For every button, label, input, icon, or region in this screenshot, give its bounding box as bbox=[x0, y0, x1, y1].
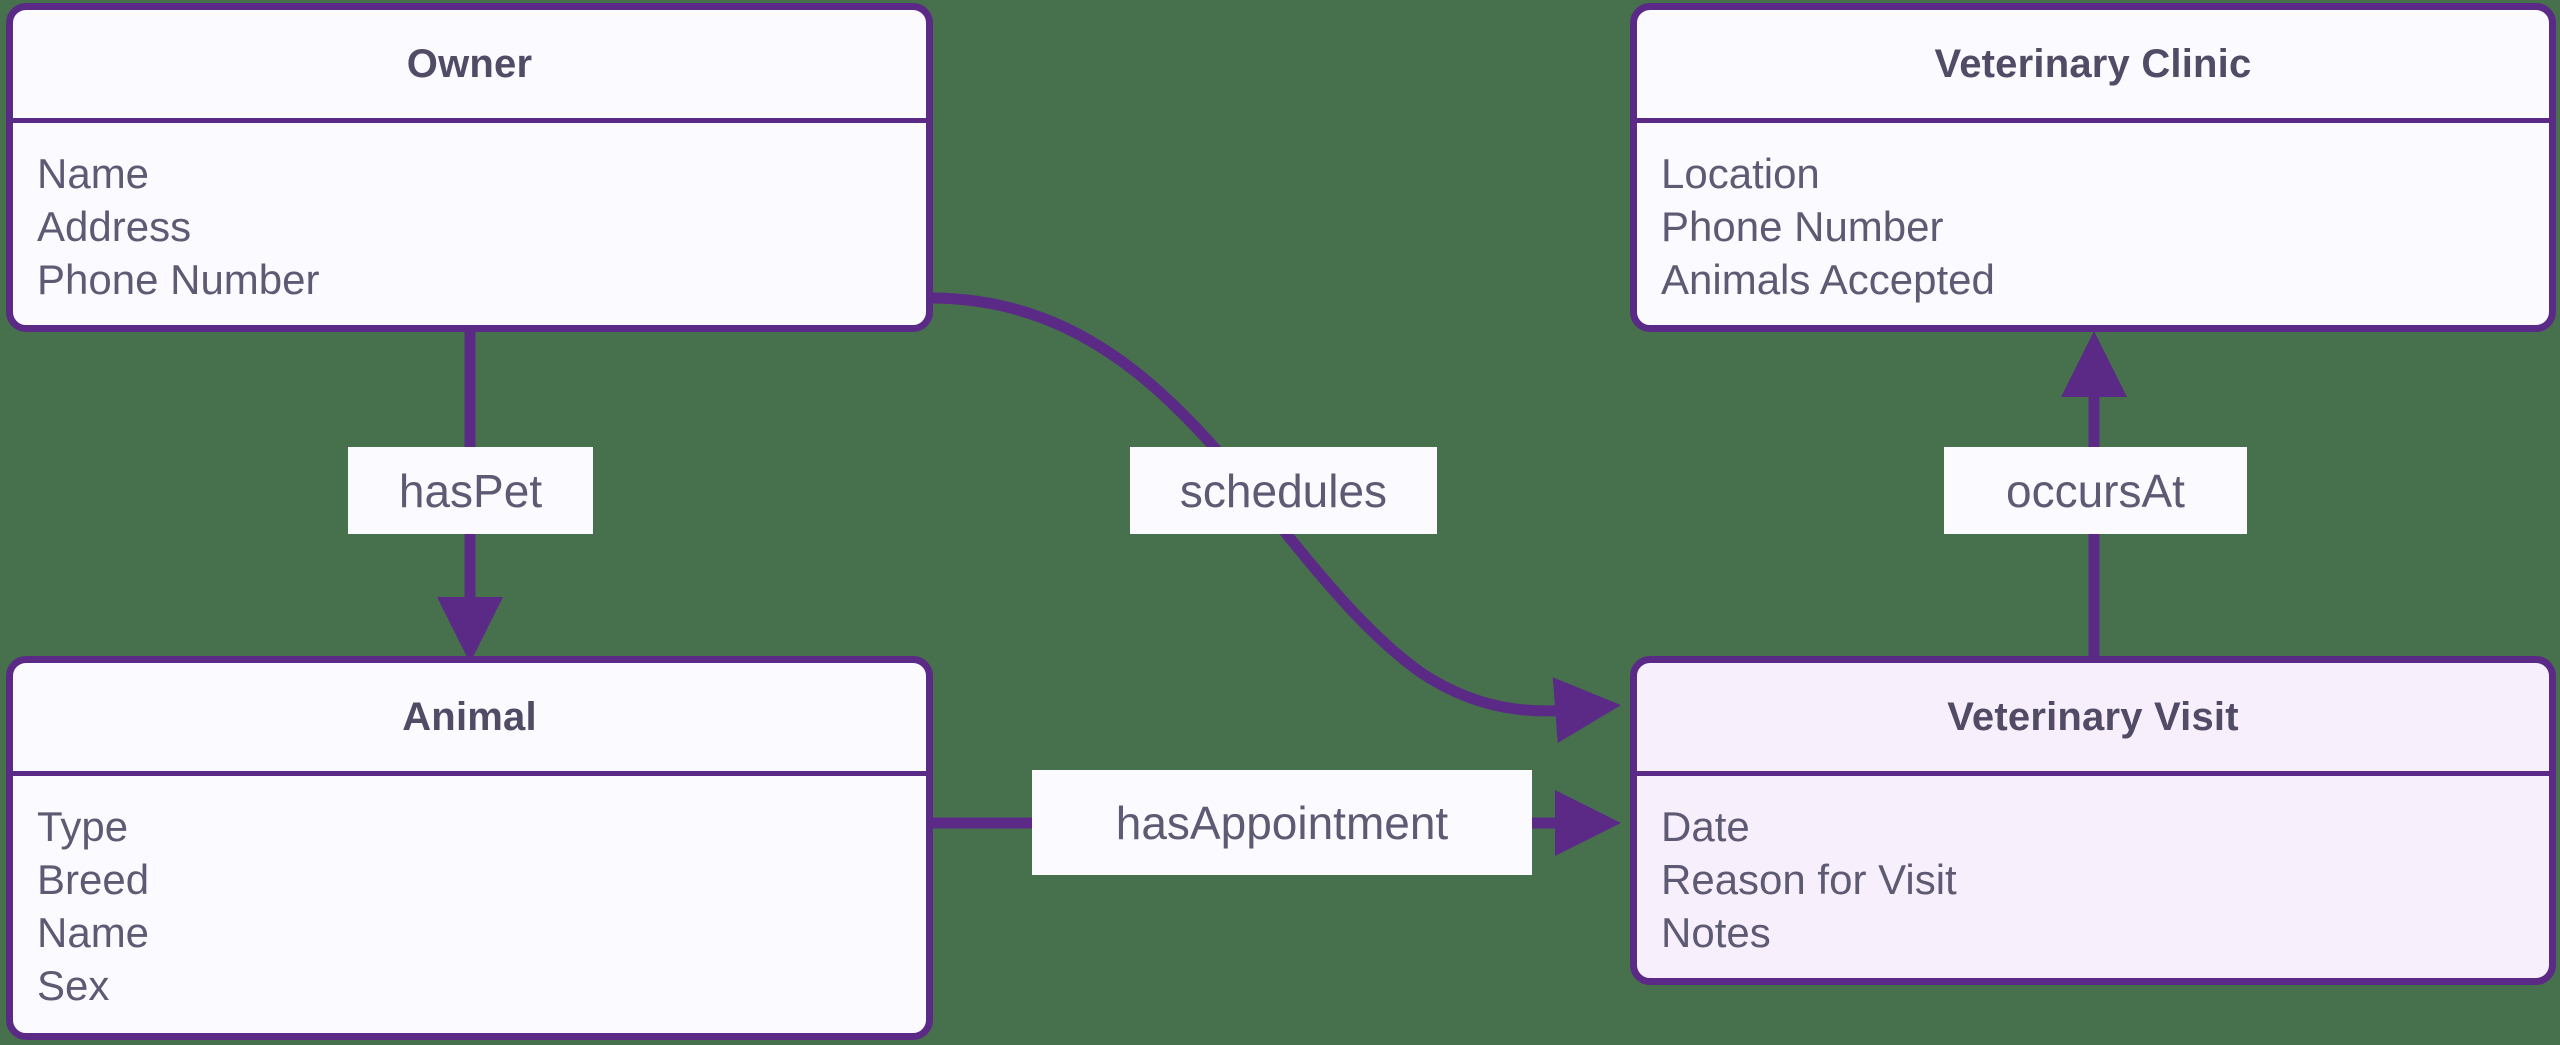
entity-animal[interactable]: Animal Type Breed Name Sex bbox=[6, 656, 933, 1040]
entity-animal-title: Animal bbox=[402, 694, 537, 739]
attribute: Reason for Visit bbox=[1661, 856, 1957, 903]
entity-veterinary-clinic[interactable]: Veterinary Clinic Location Phone Number … bbox=[1630, 3, 2556, 332]
entity-veterinary-visit[interactable]: Veterinary Visit Date Reason for Visit N… bbox=[1630, 656, 2556, 985]
entity-owner[interactable]: Owner Name Address Phone Number bbox=[6, 3, 933, 332]
attribute: Address bbox=[37, 203, 192, 250]
entity-veterinary-visit-attributes: Date Reason for Visit Notes bbox=[1637, 776, 2549, 959]
attribute: Type bbox=[37, 803, 129, 850]
entity-veterinary-visit-title: Veterinary Visit bbox=[1947, 694, 2239, 739]
attribute: Notes bbox=[1661, 909, 1771, 956]
entity-owner-header: Owner bbox=[13, 10, 926, 123]
entity-owner-attributes: Name Address Phone Number bbox=[13, 123, 926, 306]
entity-veterinary-visit-header: Veterinary Visit bbox=[1637, 663, 2549, 776]
entity-animal-attributes: Type Breed Name Sex bbox=[13, 776, 926, 1012]
attribute: Animals Accepted bbox=[1661, 256, 1995, 303]
edge-schedules bbox=[932, 292, 1621, 744]
entity-veterinary-clinic-title: Veterinary Clinic bbox=[1934, 41, 2252, 86]
entity-veterinary-clinic-header: Veterinary Clinic bbox=[1637, 10, 2549, 123]
relationship-label-has-appointment[interactable]: hasAppointment bbox=[1032, 770, 1532, 875]
entity-owner-title: Owner bbox=[406, 41, 533, 86]
attribute: Name bbox=[37, 909, 150, 956]
attribute: Breed bbox=[37, 856, 150, 903]
attribute: Sex bbox=[37, 962, 110, 1009]
attribute: Name bbox=[37, 150, 150, 197]
attribute: Phone Number bbox=[1661, 203, 1944, 250]
relationship-label-occurs-at[interactable]: occursAt bbox=[1944, 447, 2247, 534]
attribute: Location bbox=[1661, 150, 1820, 197]
entity-veterinary-clinic-attributes: Location Phone Number Animals Accepted bbox=[1637, 123, 2549, 306]
entity-animal-header: Animal bbox=[13, 663, 926, 776]
attribute: Phone Number bbox=[37, 256, 320, 303]
attribute: Date bbox=[1661, 803, 1750, 850]
relationship-label-schedules[interactable]: schedules bbox=[1130, 447, 1437, 534]
relationship-label-has-pet[interactable]: hasPet bbox=[348, 447, 593, 534]
